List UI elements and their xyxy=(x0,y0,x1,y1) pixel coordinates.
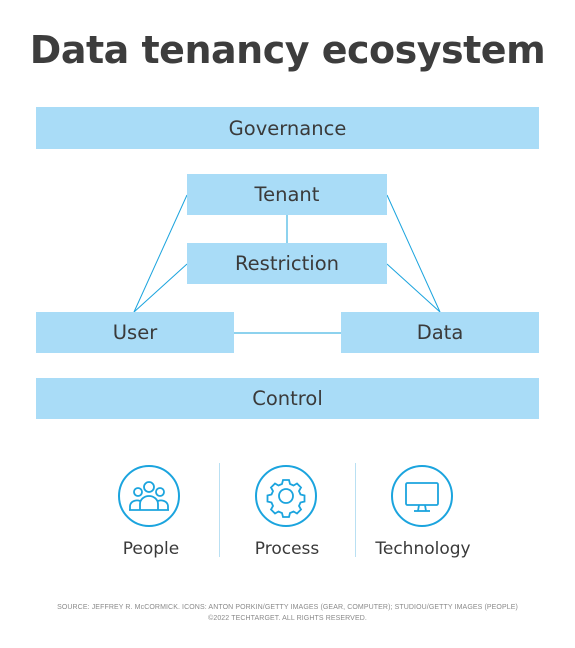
divider-right xyxy=(355,463,356,557)
user-box: User xyxy=(36,312,234,353)
computer-monitor-icon xyxy=(391,465,453,527)
tenant-label: Tenant xyxy=(254,183,320,206)
people-icon xyxy=(118,465,180,527)
connector-restriction-user xyxy=(133,263,188,313)
copyright-notice: ©2022 TECHTARGET. ALL RIGHTS RESERVED. xyxy=(208,615,367,622)
data-label: Data xyxy=(416,321,464,344)
governance-label: Governance xyxy=(228,116,347,140)
user-label: User xyxy=(112,321,158,344)
page-title: Data tenancy ecosystem xyxy=(29,28,546,72)
restriction-box: Restriction xyxy=(187,243,387,284)
governance-box: Governance xyxy=(36,107,539,149)
source-credit: SOURCE: JEFFREY R. McCORMICK. ICONS: ANT… xyxy=(57,604,518,611)
process-label: Process xyxy=(254,539,320,559)
data-box: Data xyxy=(341,312,539,353)
control-label: Control xyxy=(252,387,323,410)
gear-icon xyxy=(255,465,317,527)
connector-tenant-user xyxy=(133,194,188,313)
technology-label: Technology xyxy=(375,539,471,559)
connector-restriction-data xyxy=(386,263,441,313)
control-box: Control xyxy=(36,378,539,419)
connector-tenant-data xyxy=(386,194,441,313)
tenant-box: Tenant xyxy=(187,174,387,215)
people-label: People xyxy=(122,539,180,559)
divider-left xyxy=(219,463,220,557)
restriction-label: Restriction xyxy=(235,252,339,275)
